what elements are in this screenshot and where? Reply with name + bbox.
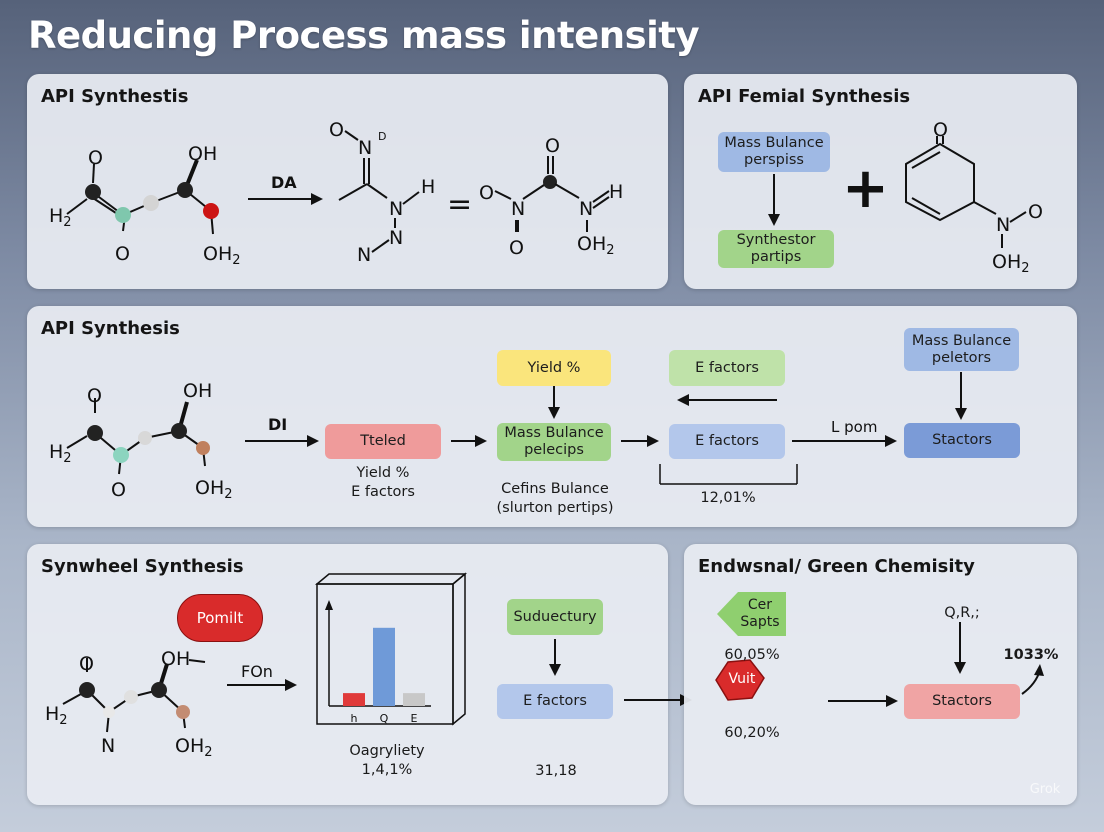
hexagon-shape: [715, 659, 765, 701]
arrow-label: DA: [271, 173, 297, 192]
atom-h: H: [609, 181, 623, 203]
mass-caption: Cefins Bulance (slurton pertips): [496, 481, 614, 516]
atom-superscript: D: [378, 130, 386, 143]
atom-o: O: [933, 119, 948, 141]
value-1: 60,05%: [724, 647, 780, 663]
page-title: Reducing Process mass intensity: [28, 14, 700, 57]
chart-caption: Oagryliety 1,4,1%: [349, 743, 425, 778]
arrow-label: DI: [268, 415, 287, 434]
atom-o-right: O: [1028, 201, 1043, 223]
atom-n-bottom: N: [101, 735, 115, 757]
atom-h2: H2: [49, 205, 72, 230]
tick-label-Q: Q: [380, 712, 389, 725]
atom-oh2: OH2: [195, 477, 233, 502]
atom-oh2: OH2: [203, 243, 241, 268]
ring-molecule: O N O OH2: [905, 119, 1043, 276]
reaction-scheme: H2 O O OH OH2 DA O N D N H N N: [49, 119, 623, 268]
bar-h: [343, 693, 365, 706]
atom-o-bottom: O: [111, 479, 126, 501]
e-factors-box: E factors: [497, 684, 613, 719]
product-molecule: O N O N H O OH2: [479, 135, 623, 259]
value-2: 60,20%: [724, 725, 780, 741]
atom-oh: OH: [161, 648, 190, 670]
atom-oh2: OH2: [577, 233, 615, 258]
panel3-graphics: H2 O O OH OH2 DI L pom: [49, 372, 967, 502]
stactors-box: Stactors: [904, 423, 1020, 458]
arrow-label: FOn: [241, 662, 273, 681]
arrow-label-2: L pom: [831, 418, 877, 436]
panel-synwheel-synthesis: Synwheel Synthesis H2 O N OH OH2 FO: [27, 544, 668, 805]
molecule: H2 O O OH OH2: [49, 380, 233, 502]
plus-sign: +: [842, 156, 889, 221]
atom-n-left: N: [511, 198, 525, 220]
atom-h2: H2: [49, 441, 72, 466]
atom-n: N: [996, 214, 1010, 236]
reactant-molecule: H2 O O OH OH2: [49, 143, 241, 268]
atom-o-left: O: [479, 182, 494, 204]
panel-title: Synwheel Synthesis: [41, 556, 244, 577]
panel-title: API Synthesis: [41, 318, 180, 339]
value-right: 1033%: [1003, 647, 1059, 663]
panel-green-chemistry: Endwsnal/ Green Chemisity Cer Sapts 60,0…: [684, 544, 1077, 805]
atom-n-top: N: [358, 137, 372, 159]
atom-oh2: OH2: [175, 735, 213, 760]
teled-box: Ttеled: [325, 424, 441, 459]
panel2-graphics: + O N O OH2: [768, 119, 1043, 276]
atom-oh: OH: [188, 143, 217, 165]
panel5-graphics: [715, 592, 1044, 707]
teled-caption: Yield % E factors: [351, 465, 415, 500]
cer-sapts-label: Cer Sapts: [740, 597, 780, 630]
molecule: H2 O N OH OH2: [45, 648, 213, 760]
panel-api-synthestis: API Synthestis H2 O O OH OH2: [27, 74, 668, 289]
suductury-box: Suduectury: [507, 599, 603, 635]
vuit-label: Vuit: [728, 670, 756, 687]
panel4-graphics: H2 O N OH OH2 FOn h Q E: [45, 572, 561, 760]
atom-n-right: N: [579, 198, 593, 220]
atom-o-top: O: [79, 653, 94, 675]
bar-E: [403, 693, 425, 706]
mass-balance-box: Mass Bulance pelecips: [497, 423, 611, 461]
atom-n-low: N: [389, 227, 403, 249]
equals-sign: =: [447, 187, 472, 222]
atom-h: H: [421, 176, 435, 198]
atom-o-top: O: [545, 135, 560, 157]
label-qr: Q,R,;: [944, 605, 980, 621]
atom-o-bottom: O: [115, 243, 130, 265]
pomilt-bubble: Pomilt: [177, 594, 263, 642]
atom-n-left: N: [357, 244, 371, 266]
atom-oh: OH: [183, 380, 212, 402]
panel-title: API Synthestis: [41, 86, 189, 107]
atom-h2: H2: [45, 703, 68, 728]
bar-Q: [373, 627, 395, 706]
yield-box: Yield %: [497, 350, 611, 386]
atom-o: O: [329, 119, 344, 141]
value-label: 31,18: [535, 763, 577, 779]
panel-api-femial-synthesis: API Femial Synthesis Mass Bulance perspi…: [684, 74, 1077, 289]
mass-balance-right-box: Mass Bulance peletors: [904, 328, 1019, 371]
atom-o-bottom: O: [509, 237, 524, 259]
atom-n-mid: N: [389, 198, 403, 220]
panel-title: API Femial Synthesis: [698, 86, 911, 107]
atom-oh2: OH2: [992, 251, 1030, 276]
e-factors-top-box: E factors: [669, 350, 785, 386]
mass-balance-box: Mass Bulance perspiss: [718, 132, 830, 172]
bracket-value: 12,01%: [700, 490, 756, 506]
tick-label-E: E: [411, 712, 418, 725]
panel-title: Endwsnal/ Green Chemisity: [698, 556, 975, 577]
atom-o-top: O: [87, 385, 102, 407]
watermark: Grok: [1029, 782, 1061, 797]
e-factors-mid-box: E factors: [669, 424, 785, 459]
tick-label-h: h: [351, 712, 358, 725]
stactors-box: Stactors: [904, 684, 1020, 719]
synthestor-box: Synthestor partips: [718, 230, 834, 268]
left-arrow-shape: [717, 592, 786, 636]
intermediate-molecule: O N D N H N N: [329, 119, 435, 266]
panel-api-synthesis: API Synthesis H2 O O OH OH2 DI: [27, 306, 1077, 527]
atom-o-top: O: [88, 147, 103, 169]
